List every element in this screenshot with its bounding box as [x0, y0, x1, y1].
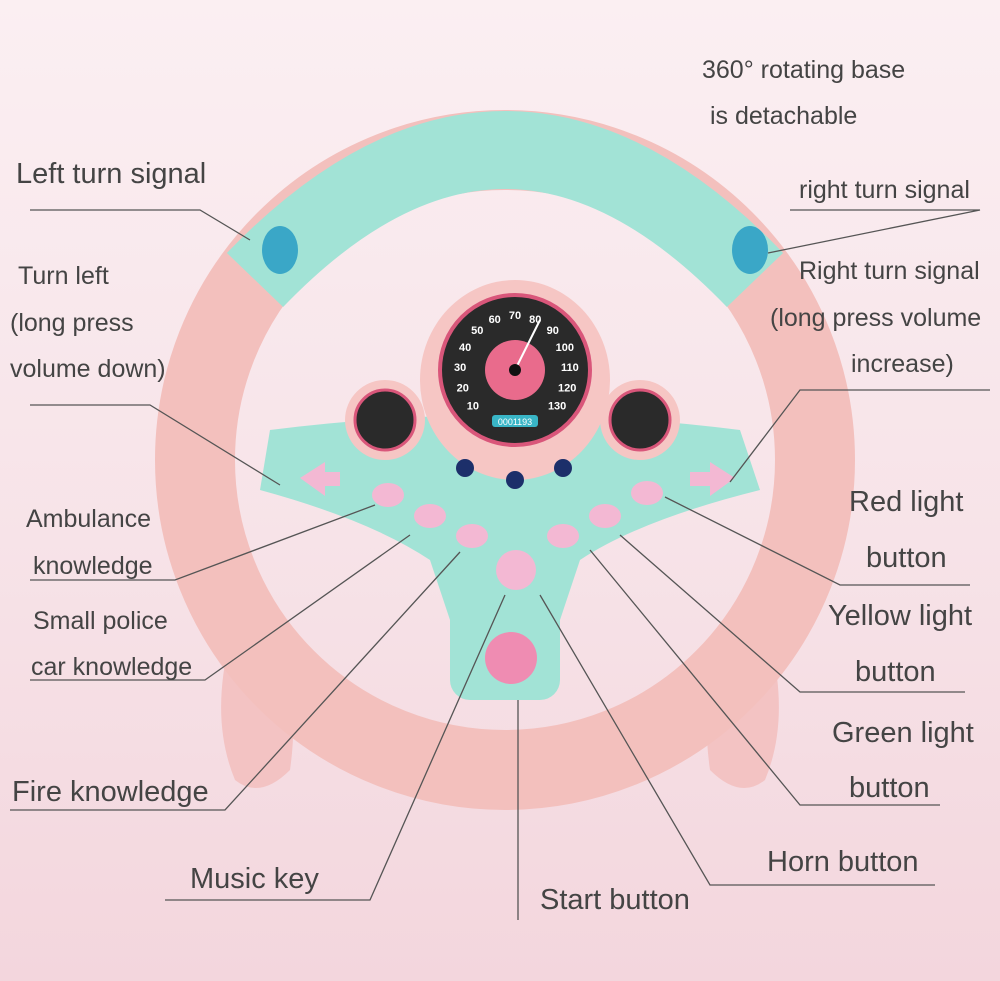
label-music: Music key — [190, 863, 319, 895]
speed-tick-label: 90 — [547, 325, 559, 337]
label-horn: Horn button — [767, 846, 919, 878]
speed-tick-label: 110 — [561, 362, 579, 374]
label-ambulance-2: knowledge — [33, 552, 153, 580]
speed-tick-label: 70 — [509, 310, 521, 322]
police-button — [414, 504, 446, 528]
label-right-turn-2: (long press volume — [770, 304, 982, 332]
music-button — [496, 550, 536, 590]
left-gauge — [353, 388, 417, 452]
label-start: Start button — [540, 884, 690, 916]
right-turn-signal-light — [732, 226, 768, 274]
label-right-turn-3: increase) — [851, 350, 954, 378]
ambulance-button — [372, 483, 404, 507]
speed-tick-label: 80 — [529, 314, 541, 326]
speed-tick-label: 10 — [467, 400, 479, 412]
horn-button — [547, 524, 579, 548]
left-turn-signal-light — [262, 226, 298, 274]
label-rotating-base-2: is detachable — [710, 102, 858, 130]
label-fire: Fire knowledge — [12, 776, 209, 808]
label-turn-left-2: (long press — [10, 309, 134, 337]
label-green: Green light — [832, 717, 974, 749]
speed-tick-label: 120 — [558, 382, 576, 394]
label-right-turn-signal: right turn signal — [799, 176, 970, 204]
label-ambulance: Ambulance — [26, 505, 152, 533]
label-turn-left-3: volume down) — [10, 355, 166, 383]
speed-tick-label: 60 — [489, 314, 501, 326]
label-red-2: button — [866, 542, 947, 574]
speed-tick-label: 40 — [459, 342, 471, 354]
svg-text:0001193: 0001193 — [498, 417, 532, 427]
right-gauge — [608, 388, 672, 452]
label-police-2: car knowledge — [31, 653, 193, 681]
label-yellow-2: button — [855, 656, 936, 688]
callout-lines — [10, 209, 990, 920]
label-rotating-base: 360° rotating base — [702, 56, 906, 84]
speed-tick-label: 50 — [471, 325, 483, 337]
green-light-button — [589, 504, 621, 528]
label-police: Small police — [33, 607, 168, 635]
turn-left-button — [300, 462, 340, 496]
label-turn-left: Turn left — [18, 262, 109, 290]
red-light-button — [631, 481, 663, 505]
label-right-turn: Right turn signal — [799, 257, 980, 285]
speed-tick-label: 30 — [454, 362, 466, 374]
label-green-2: button — [849, 772, 930, 804]
label-yellow: Yellow light — [828, 600, 973, 632]
label-left-turn-signal: Left turn signal — [16, 158, 207, 190]
fire-button — [456, 524, 488, 548]
label-red: Red light — [849, 486, 964, 518]
start-button — [485, 632, 537, 684]
speed-tick-label: 20 — [457, 382, 469, 394]
turn-right-button — [690, 462, 735, 496]
speed-tick-label: 100 — [556, 342, 574, 354]
speed-tick-label: 130 — [548, 400, 566, 412]
